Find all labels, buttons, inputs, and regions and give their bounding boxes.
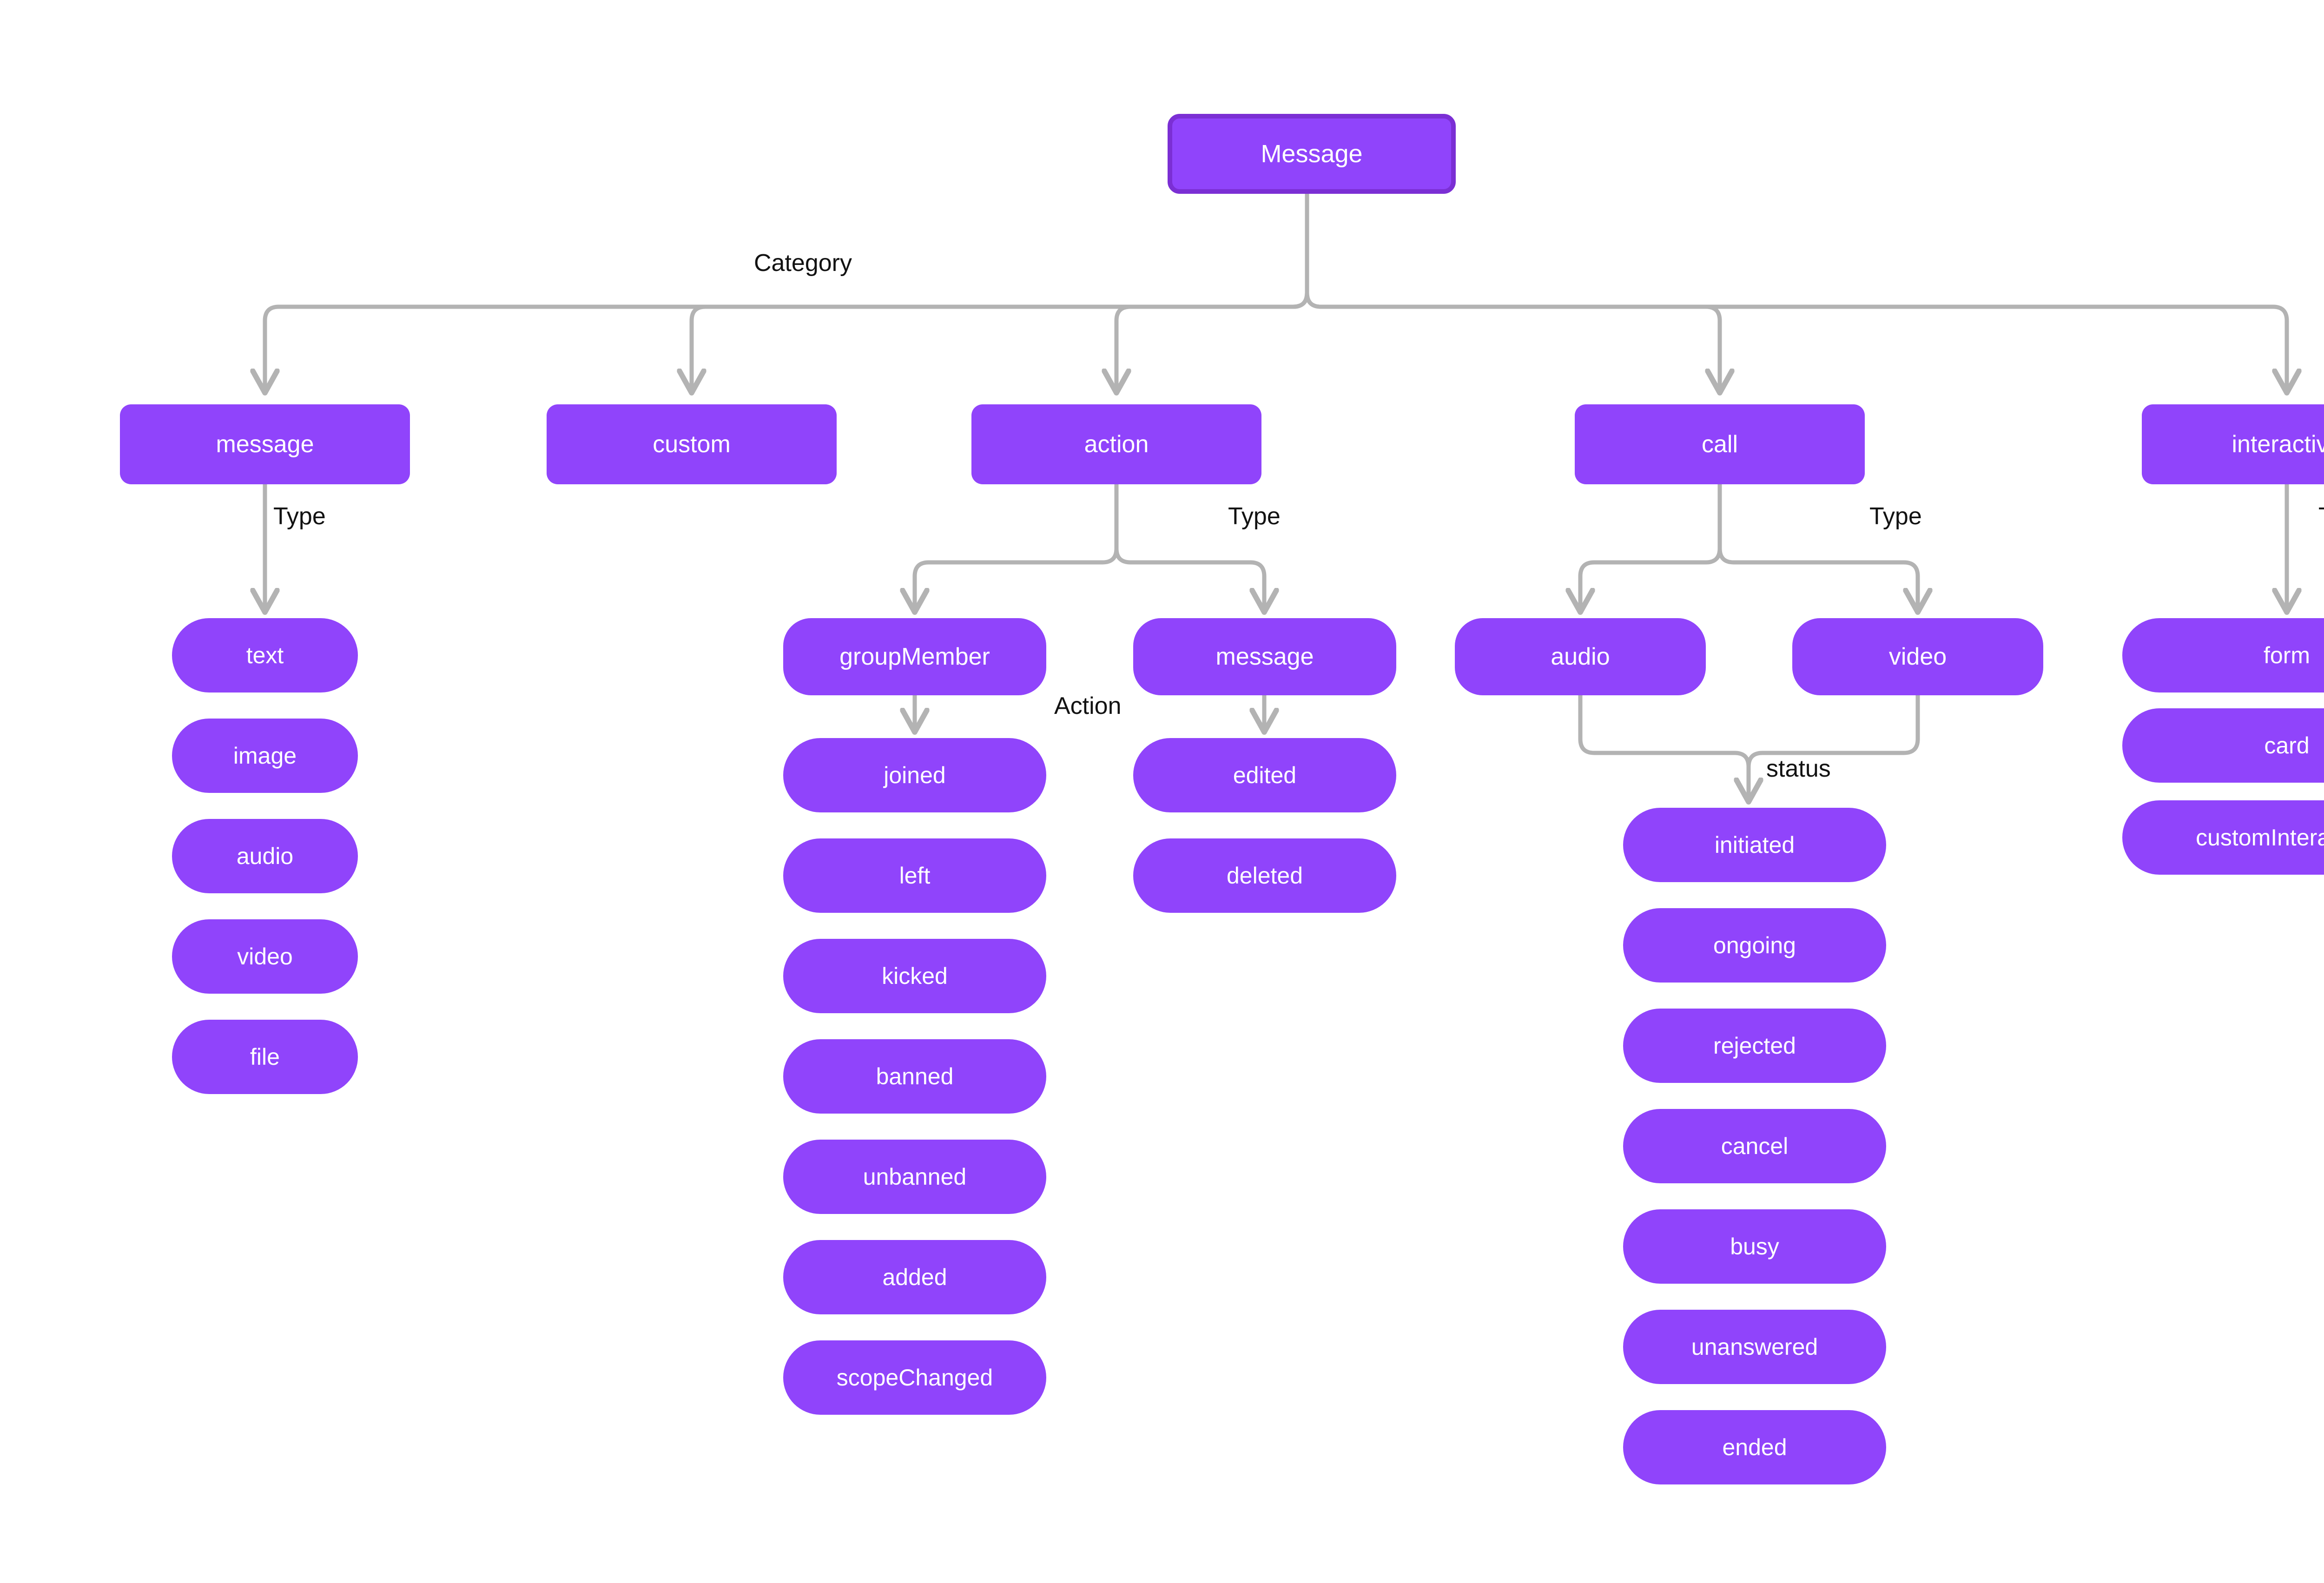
node-category-call[interactable]: call <box>1575 404 1865 484</box>
node-label: text <box>246 642 284 668</box>
node-message-action-deleted[interactable]: deleted <box>1133 838 1396 913</box>
node-label: video <box>237 943 293 970</box>
node-message-type-file[interactable]: file <box>172 1020 358 1094</box>
node-category-call-label: call <box>1701 431 1738 458</box>
node-label: unbanned <box>863 1164 967 1190</box>
node-interactive-type-custominteractive[interactable]: customInteractive <box>2122 800 2324 875</box>
node-label: joined <box>884 762 946 788</box>
node-label: cancel <box>1721 1133 1789 1159</box>
node-category-message-label: message <box>216 431 314 458</box>
node-label: added <box>882 1264 947 1290</box>
node-interactive-type-form[interactable]: form <box>2122 618 2324 693</box>
edge-label-category: Category <box>754 250 852 277</box>
edge-label-type-call: Type <box>1869 503 1922 530</box>
edge-label-status: status <box>1766 755 1831 782</box>
node-message-action-edited[interactable]: edited <box>1133 738 1396 812</box>
node-category-message[interactable]: message <box>120 404 410 484</box>
node-message-type-text[interactable]: text <box>172 618 358 693</box>
node-label: scopeChanged <box>836 1365 993 1391</box>
node-root-label: Message <box>1261 140 1363 168</box>
edge-action-groupmember <box>915 482 1119 610</box>
node-label: busy <box>1730 1233 1779 1260</box>
node-label: ongoing <box>1713 932 1796 958</box>
node-label: message <box>1215 643 1314 670</box>
node-groupmember-action-kicked[interactable]: kicked <box>783 939 1046 1013</box>
edge-category-action <box>1116 290 1309 390</box>
node-call-subtype-video[interactable]: video <box>1792 618 2043 695</box>
edge-call-audio <box>1580 482 1722 610</box>
node-label: deleted <box>1226 863 1303 889</box>
node-label: customInteractive <box>2196 824 2324 851</box>
node-label: edited <box>1233 762 1297 788</box>
node-call-status-rejected[interactable]: rejected <box>1623 1009 1886 1083</box>
node-label: form <box>2264 642 2310 668</box>
node-category-action[interactable]: action <box>971 404 1261 484</box>
node-label: audio <box>1551 643 1610 670</box>
node-message-type-audio[interactable]: audio <box>172 819 358 893</box>
node-call-status-ongoing[interactable]: ongoing <box>1623 908 1886 983</box>
node-action-subtype-groupmember[interactable]: groupMember <box>783 618 1046 695</box>
node-groupmember-action-added[interactable]: added <box>783 1240 1046 1314</box>
node-category-custom[interactable]: custom <box>547 404 837 484</box>
edge-label-type-message: Type <box>273 503 326 530</box>
node-groupmember-action-banned[interactable]: banned <box>783 1039 1046 1114</box>
node-label: image <box>233 743 297 769</box>
node-label: unanswered <box>1691 1334 1818 1360</box>
node-label: groupMember <box>839 643 990 670</box>
edge-label-type-action: Type <box>1228 503 1281 530</box>
edge-category-interactive <box>1305 290 2287 390</box>
node-call-subtype-audio[interactable]: audio <box>1455 618 1706 695</box>
node-groupmember-action-left[interactable]: left <box>783 838 1046 913</box>
node-interactive-type-card[interactable]: card <box>2122 708 2324 783</box>
node-groupmember-action-scopechanged[interactable]: scopeChanged <box>783 1340 1046 1415</box>
node-label: video <box>1888 643 1947 670</box>
node-root-message[interactable]: Message <box>1168 114 1456 194</box>
node-groupmember-action-joined[interactable]: joined <box>783 738 1046 812</box>
node-label: left <box>899 863 931 889</box>
node-category-action-label: action <box>1084 431 1149 458</box>
edge-audio-status <box>1578 693 1749 799</box>
node-label: audio <box>236 843 294 869</box>
edge-action-message <box>1114 482 1264 610</box>
edge-call-video <box>1717 482 1918 610</box>
node-label: rejected <box>1713 1033 1796 1059</box>
node-label: banned <box>876 1063 954 1089</box>
edge-label-action: Action <box>1054 693 1122 719</box>
node-label: kicked <box>882 963 948 989</box>
node-call-status-unanswered[interactable]: unanswered <box>1623 1310 1886 1384</box>
node-label: initiated <box>1714 832 1795 858</box>
node-call-status-cancel[interactable]: cancel <box>1623 1109 1886 1183</box>
node-groupmember-action-unbanned[interactable]: unbanned <box>783 1140 1046 1214</box>
node-message-type-video[interactable]: video <box>172 919 358 994</box>
node-message-type-image[interactable]: image <box>172 719 358 793</box>
node-label: file <box>250 1044 280 1070</box>
node-category-interactive-label: interactive <box>2232 431 2324 458</box>
node-category-interactive[interactable]: interactive <box>2142 404 2324 484</box>
node-category-custom-label: custom <box>653 431 731 458</box>
node-action-subtype-message[interactable]: message <box>1133 618 1396 695</box>
node-label: card <box>2264 732 2310 759</box>
node-call-status-ended[interactable]: ended <box>1623 1410 1886 1484</box>
node-label: ended <box>1722 1434 1787 1460</box>
node-call-status-initiated[interactable]: initiated <box>1623 808 1886 882</box>
edge-label-type-interactive: Type <box>2318 504 2324 528</box>
edge-video-status <box>1749 693 1920 799</box>
node-call-status-busy[interactable]: busy <box>1623 1209 1886 1284</box>
